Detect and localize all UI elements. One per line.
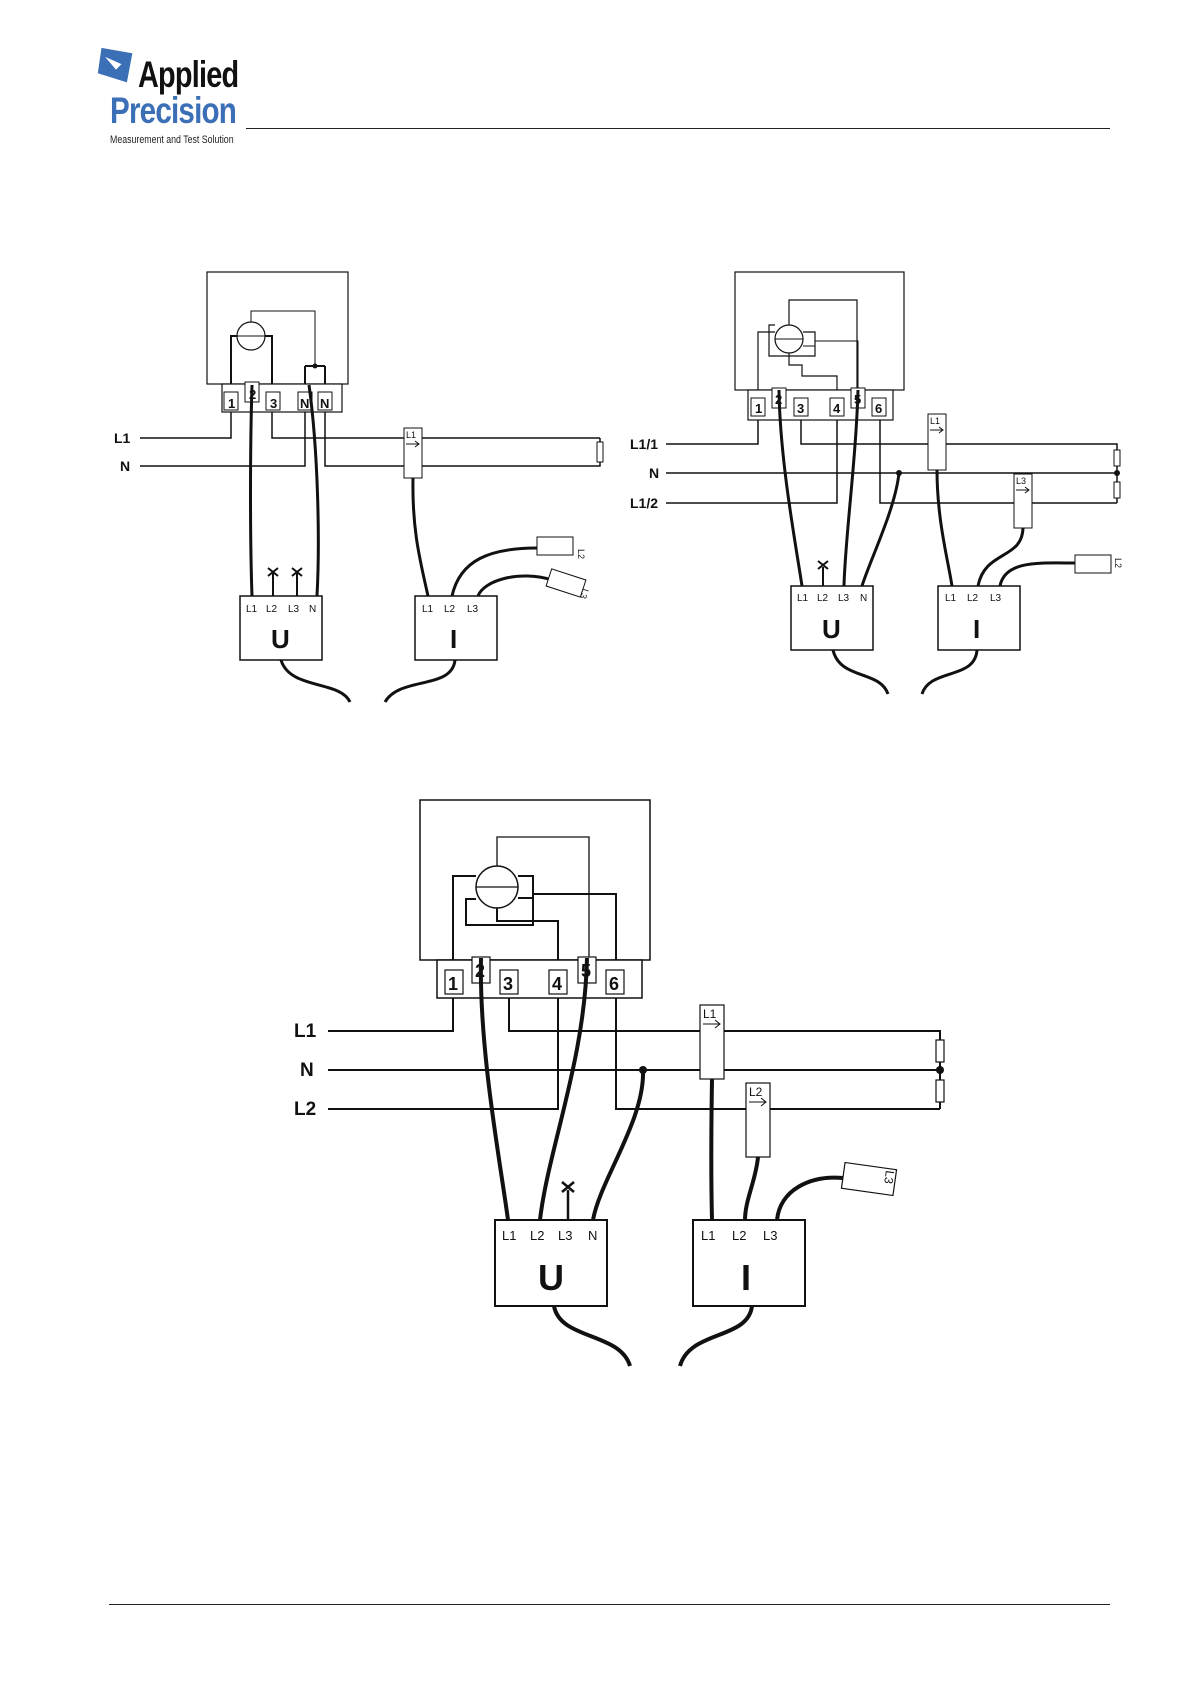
diagram-b-clamp-l3: L3 xyxy=(1016,476,1026,486)
diagram-a-line-l1: L1 xyxy=(114,430,131,446)
diagram-c-u-input-l1: L1 xyxy=(502,1228,516,1243)
diagram-c-terminal-6: 6 xyxy=(609,974,619,994)
diagram-b-line-l1-1: L1/1 xyxy=(630,436,658,452)
diagram-a-u-title: U xyxy=(271,624,290,654)
diagram-a-terminal-2: 2 xyxy=(249,387,256,402)
diagram-c-line-l2: L2 xyxy=(294,1099,316,1120)
diagram-a xyxy=(140,272,603,702)
diagram-c-terminal-4: 4 xyxy=(552,974,562,994)
diagram-c-terminal-1: 1 xyxy=(448,974,458,994)
diagram-a-u-input-l2: L2 xyxy=(266,604,278,615)
diagram-a-u-input-l3: L3 xyxy=(288,604,300,615)
diagram-c-i-title: I xyxy=(741,1257,751,1298)
diagram-a-terminal-n1: N xyxy=(300,396,309,411)
diagram-a-i-input-l3: L3 xyxy=(467,604,479,615)
diagram-c-clamp-l2: L2 xyxy=(749,1085,763,1099)
diagram-a-clamp-l2: L2 xyxy=(576,549,586,559)
diagram-c-u-input-l2: L2 xyxy=(530,1228,544,1243)
diagram-c-line-l1: L1 xyxy=(294,1021,317,1042)
diagram-a-line-n: N xyxy=(120,458,130,474)
diagram-c-i-input-l1: L1 xyxy=(701,1228,715,1243)
diagram-c-clamp-l1: L1 xyxy=(703,1007,717,1021)
diagram-b-i-input-l1: L1 xyxy=(945,593,957,604)
diagram-a-terminal-1: 1 xyxy=(228,396,235,411)
diagram-b-terminal-3: 3 xyxy=(797,401,804,416)
diagram-b-terminal-1: 1 xyxy=(755,401,762,416)
diagram-a-i-input-l2: L2 xyxy=(444,604,456,615)
diagram-a-labels: 1 2 3 N N L1 N L1 L2 L3 L1 L2 L3 N U L1 … xyxy=(114,387,591,654)
diagram-b-i-input-l2: L2 xyxy=(967,593,979,604)
diagram-b-clamp-l1: L1 xyxy=(930,416,940,426)
diagram-b-u-input-l1: L1 xyxy=(797,593,809,604)
diagram-b-clamp-l2: L2 xyxy=(1113,558,1123,568)
diagram-b-labels: 1 2 3 4 5 6 L1/1 N L1/2 L1 L3 L2 L1 L2 L… xyxy=(630,392,1123,644)
diagram-c-terminal-2: 2 xyxy=(475,961,485,981)
diagram-b-terminal-6: 6 xyxy=(875,401,882,416)
diagram-b-i-input-l3: L3 xyxy=(990,593,1002,604)
diagram-b-terminal-4: 4 xyxy=(833,401,841,416)
diagram-a-terminal-n2: N xyxy=(320,396,329,411)
diagram-c xyxy=(328,800,944,1366)
diagram-b-terminal-5: 5 xyxy=(854,392,861,407)
diagram-b-line-l1-2: L1/2 xyxy=(630,495,658,511)
diagram-a-i-title: I xyxy=(450,624,457,654)
footer-rule xyxy=(109,1604,1110,1605)
diagram-c-u-title: U xyxy=(538,1257,564,1298)
diagram-b-u-input-l3: L3 xyxy=(838,593,850,604)
diagram-b-u-title: U xyxy=(822,614,841,644)
diagram-a-u-input-n: N xyxy=(309,604,316,615)
diagram-c-u-input-n: N xyxy=(588,1228,597,1243)
clamp-arrow-icons xyxy=(406,427,1029,1106)
diagram-b xyxy=(666,272,1120,694)
diagram-a-clamp-l1: L1 xyxy=(406,430,416,440)
diagram-b-u-input-l2: L2 xyxy=(817,593,829,604)
diagram-b-u-input-n: N xyxy=(860,593,867,604)
diagram-c-line-n: N xyxy=(300,1060,314,1081)
diagram-c-terminal-3: 3 xyxy=(503,974,513,994)
diagram-a-u-input-l1: L1 xyxy=(246,604,258,615)
diagram-c-i-input-l3: L3 xyxy=(763,1228,777,1243)
diagram-c-terminal-5: 5 xyxy=(581,961,591,981)
diagram-c-i-input-l2: L2 xyxy=(732,1228,746,1243)
diagram-a-terminal-3: 3 xyxy=(270,396,277,411)
diagram-b-terminal-2: 2 xyxy=(775,392,782,407)
diagram-a-i-input-l1: L1 xyxy=(422,604,434,615)
diagram-b-i-title: I xyxy=(973,614,980,644)
diagram-c-u-input-l3: L3 xyxy=(558,1228,572,1243)
diagram-c-clamp-l3: L3 xyxy=(881,1170,897,1185)
diagram-b-line-n: N xyxy=(649,465,659,481)
